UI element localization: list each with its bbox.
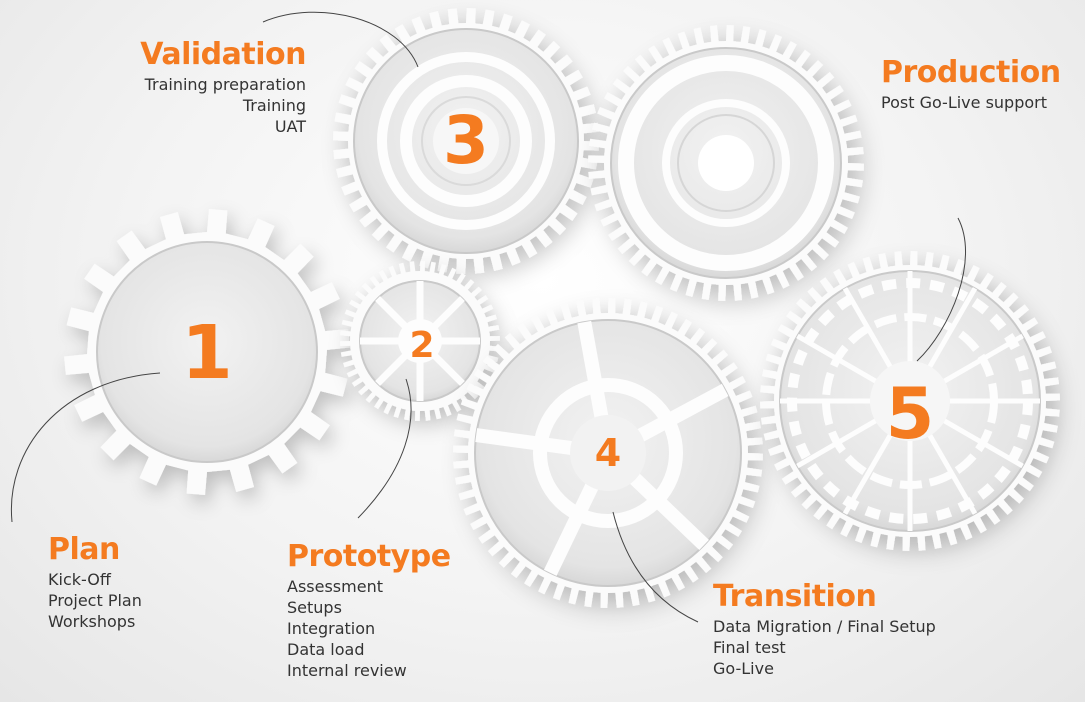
phase-item: Post Go-Live support	[881, 93, 1048, 112]
phase-items: Training preparation Training UAT	[140, 74, 306, 137]
phase-item: Training preparation	[144, 75, 306, 94]
phase-item: Data Migration / Final Setup	[713, 617, 936, 636]
gear-ring	[822, 313, 998, 489]
production-connector-line	[916, 217, 967, 362]
gear-ring	[570, 415, 646, 491]
validation-connector-line	[262, 11, 419, 68]
phase-item: Workshops	[48, 612, 136, 631]
phase-title: Prototype	[287, 539, 451, 574]
phase-production: Production Post Go-Live support	[881, 56, 1061, 113]
phase-item: Integration	[287, 619, 376, 638]
gear-ring	[398, 319, 442, 363]
gear-3	[333, 8, 599, 274]
gear-3-number: 3	[443, 102, 489, 179]
gear-ring	[870, 361, 950, 441]
gear-ring	[400, 75, 532, 207]
gear-ring	[662, 99, 790, 227]
gear-2-number: 2	[409, 325, 435, 366]
phase-item: Setups	[287, 598, 342, 617]
phase-item: Final test	[713, 638, 786, 657]
phase-item: Go-Live	[713, 659, 774, 678]
phase-prototype: Prototype Assessment Setups Integration …	[287, 540, 451, 681]
prototype-connector-line	[357, 378, 412, 519]
gear-6	[588, 25, 864, 301]
phase-validation: Validation Training preparation Training…	[140, 38, 306, 137]
gear-2	[340, 261, 500, 421]
phase-title: Validation	[140, 37, 306, 72]
phase-items: Post Go-Live support	[881, 92, 1061, 113]
gear-1	[64, 209, 350, 495]
gear-ring	[698, 135, 754, 191]
phase-item: Kick-Off	[48, 570, 111, 589]
gear-rim	[610, 47, 842, 279]
phase-item: Data load	[287, 640, 365, 659]
plan-connector-line	[10, 372, 161, 523]
gear-ring	[618, 55, 834, 271]
gear-ring	[377, 52, 555, 230]
gear-5-number: 5	[885, 373, 935, 455]
phase-items: Kick-Off Project Plan Workshops	[48, 569, 142, 632]
phase-items: Assessment Setups Integration Data load …	[287, 576, 451, 681]
gear-rim	[353, 28, 579, 254]
phase-item: Internal review	[287, 661, 407, 680]
gear-5	[760, 251, 1060, 551]
phase-plan: Plan Kick-Off Project Plan Workshops	[48, 533, 142, 632]
gear-ring	[787, 278, 1033, 524]
phase-title: Production	[881, 55, 1061, 90]
gear-ring	[421, 96, 511, 186]
phase-items: Data Migration / Final Setup Final test …	[713, 616, 936, 679]
phase-item: UAT	[274, 117, 306, 136]
gear-rim	[474, 319, 742, 587]
gear-ring	[533, 378, 683, 528]
phase-item: Assessment	[287, 577, 383, 596]
gear-4	[453, 298, 763, 608]
phase-title: Plan	[48, 532, 120, 567]
gear-ring	[677, 114, 775, 212]
transition-connector-line	[612, 511, 699, 623]
gear-ring	[433, 108, 499, 174]
phase-title: Transition	[713, 579, 877, 614]
gear-1-number: 1	[181, 310, 233, 396]
gear-hole	[97, 242, 317, 462]
phase-transition: Transition Data Migration / Final Setup …	[713, 580, 936, 679]
gear-4-number: 4	[594, 431, 622, 475]
phase-item: Training	[242, 96, 306, 115]
phase-item: Project Plan	[48, 591, 142, 610]
gear-rim	[96, 241, 318, 463]
